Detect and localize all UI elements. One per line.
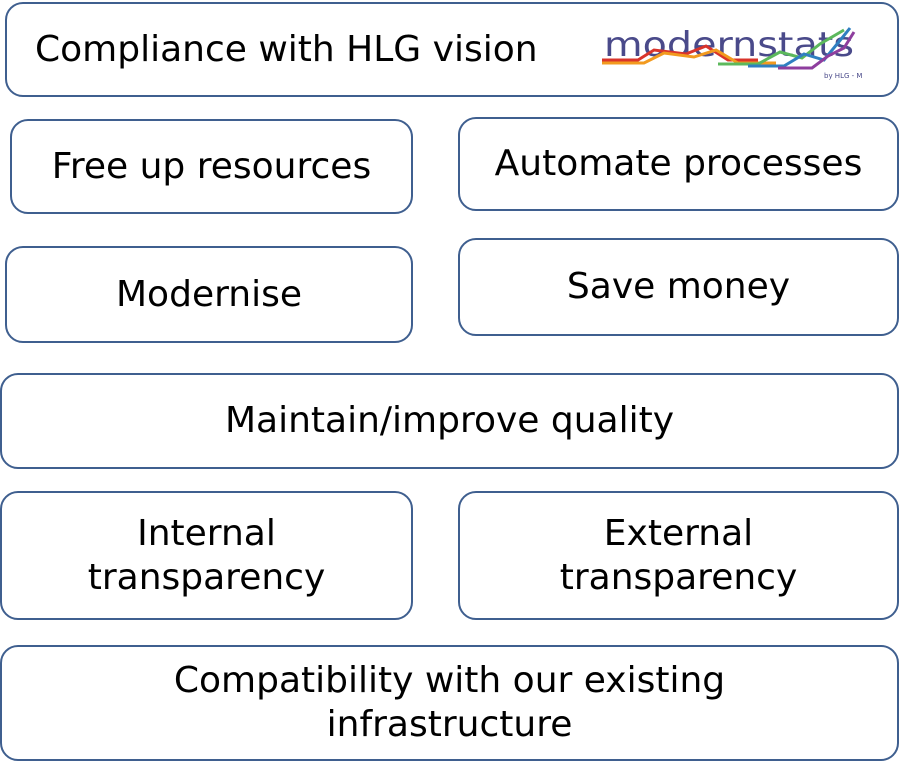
internal-line-1: Internal — [137, 512, 276, 554]
compatibility-label: Compatibility with our existing infrastr… — [162, 659, 737, 747]
compat-line-2: infrastructure — [326, 704, 573, 745]
internal-transparency-box: Internal transparency — [0, 491, 413, 620]
external-transparency-label: External transparency — [548, 512, 810, 600]
external-line-1: External — [603, 512, 754, 554]
modernstats-logo: modernstats by HLG - MOS — [598, 24, 862, 82]
modernise-label: Modernise — [116, 273, 302, 315]
quality-box: Maintain/improve quality — [0, 373, 899, 469]
free-up-resources-box: Free up resources — [10, 119, 413, 214]
compatibility-box: Compatibility with our existing infrastr… — [0, 645, 899, 761]
save-money-box: Save money — [458, 238, 899, 336]
compliance-box: Compliance with HLG vision — [5, 2, 899, 97]
automate-processes-label: Automate processes — [494, 143, 863, 184]
internal-transparency-label: Internal transparency — [76, 512, 338, 600]
automate-processes-box: Automate processes — [458, 117, 899, 211]
external-line-2: transparency — [559, 556, 798, 598]
free-up-resources-label: Free up resources — [51, 145, 372, 187]
external-transparency-box: External transparency — [458, 491, 899, 620]
save-money-label: Save money — [566, 266, 791, 307]
internal-line-2: transparency — [87, 556, 326, 598]
compliance-label: Compliance with HLG vision — [35, 28, 538, 70]
logo-subtext: by HLG - MOS — [824, 72, 862, 80]
modernise-box: Modernise — [5, 246, 413, 343]
compat-line-1: Compatibility with our existing — [173, 660, 726, 701]
quality-label: Maintain/improve quality — [224, 400, 675, 441]
